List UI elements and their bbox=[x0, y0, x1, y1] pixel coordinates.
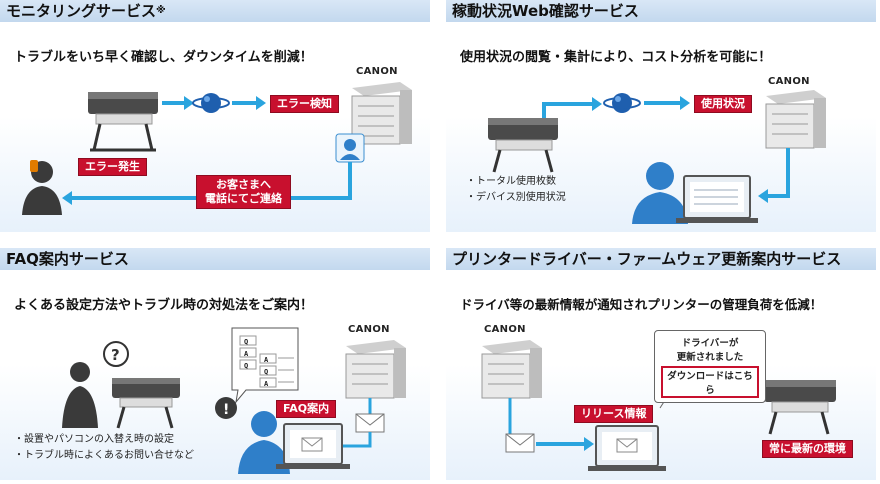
arrow-left-icon bbox=[758, 148, 790, 203]
operation-illustration bbox=[488, 90, 826, 224]
faq-illustration: ? bbox=[62, 327, 406, 474]
arrow-right-icon bbox=[232, 96, 266, 110]
faq-letter: Q bbox=[244, 338, 249, 346]
release-info-label: リリース情報 bbox=[574, 405, 654, 423]
person-icon bbox=[22, 160, 62, 215]
driver-lead: ドライバ等の最新情報が通知されプリンターの管理負荷を低減！ bbox=[460, 297, 823, 312]
server-brand: CANON bbox=[484, 324, 526, 335]
faq-letter: A bbox=[264, 356, 269, 364]
faq-document-icon bbox=[231, 327, 299, 404]
arrow-left-icon bbox=[62, 162, 352, 205]
server-brand: CANON bbox=[768, 76, 810, 87]
callout-line1: ドライバーが bbox=[681, 338, 739, 349]
usage-label: 使用状況 bbox=[694, 95, 752, 113]
operation-lead: 使用状況の閲覧・集計により、コスト分析を可能に！ bbox=[460, 50, 772, 65]
driver-illustration bbox=[481, 340, 836, 471]
list-item: ・トラブル時によくあるお問い合せなど bbox=[14, 450, 194, 461]
operator-icon bbox=[335, 133, 365, 163]
globe-icon bbox=[603, 93, 641, 113]
laptop-icon bbox=[588, 425, 666, 471]
download-link[interactable]: ダウンロードはこちら bbox=[661, 366, 759, 398]
faq-panel: FAQ案内サービス よくある設定方法やトラブル時の対処法をご案内！ ? bbox=[0, 248, 430, 480]
monitoring-illustration bbox=[22, 82, 412, 215]
contact-label-line2: 電話にてご連絡 bbox=[205, 192, 282, 205]
exclamation-icon: ! bbox=[215, 397, 237, 419]
faq-letter: Q bbox=[264, 368, 269, 376]
operation-title: 稼動状況Web確認サービス bbox=[446, 0, 876, 22]
contact-label-line1: お客さまへ bbox=[216, 178, 271, 191]
printer-icon bbox=[88, 92, 158, 152]
mail-icon bbox=[355, 413, 385, 433]
arrow-right-icon bbox=[644, 96, 690, 110]
server-brand: CANON bbox=[356, 66, 398, 77]
list-item: ・設置やパソコンの入替え時の設定 bbox=[14, 434, 174, 445]
contact-label: お客さまへ 電話にてご連絡 bbox=[196, 175, 291, 209]
faq-lead: よくある設定方法やトラブル時の対処法をご案内！ bbox=[14, 298, 314, 313]
server-icon bbox=[351, 82, 412, 145]
globe-icon bbox=[192, 93, 230, 113]
arrow-right-icon bbox=[162, 96, 194, 110]
faq-letter: A bbox=[244, 350, 249, 358]
list-item: ・トータル使用枚数 bbox=[466, 176, 556, 187]
operation-panel: 稼動状況Web確認サービス 使用状況の閲覧・集計により、コスト分析を可能に！ bbox=[446, 0, 876, 232]
faq-bullet-list: ・設置やパソコンの入替え時の設定 ・トラブル時によくあるお問い合せなど bbox=[14, 432, 194, 464]
list-item: ・デバイス別使用状況 bbox=[466, 192, 566, 203]
connector-line bbox=[340, 432, 372, 448]
monitoring-lead: トラブルをいち早く確認し、ダウンタイムを削減！ bbox=[14, 50, 313, 65]
driver-update-callout: ドライバーが 更新されました ダウンロードはこちら bbox=[654, 330, 766, 403]
server-icon bbox=[765, 90, 826, 149]
monitoring-panel: モニタリングサービス※ トラブルをいち早く確認し、ダウンタイムを削減！ bbox=[0, 0, 430, 232]
server-icon bbox=[481, 340, 542, 399]
question-person-icon: ? bbox=[62, 341, 129, 428]
monitoring-title-mark: ※ bbox=[156, 5, 166, 16]
server-brand: CANON bbox=[348, 324, 390, 335]
server-icon bbox=[345, 340, 406, 399]
faq-letter: Q bbox=[244, 362, 249, 370]
operation-bullet-list: ・トータル使用枚数 ・デバイス別使用状況 bbox=[466, 174, 566, 206]
printer-icon bbox=[112, 378, 180, 429]
faq-label: FAQ案内 bbox=[276, 400, 337, 418]
latest-env-label: 常に最新の環境 bbox=[762, 440, 853, 458]
arrow-right-icon bbox=[536, 437, 594, 451]
monitoring-title: モニタリングサービス※ bbox=[0, 0, 430, 22]
printer-icon bbox=[488, 118, 558, 173]
error-occur-label: エラー発生 bbox=[78, 158, 147, 176]
driver-panel: プリンタードライバー・ファームウェア更新案内サービス ドライバ等の最新情報が通知… bbox=[446, 248, 876, 480]
driver-title: プリンタードライバー・ファームウェア更新案内サービス bbox=[446, 248, 876, 270]
person-at-laptop-icon bbox=[238, 411, 350, 474]
faq-title: FAQ案内サービス bbox=[0, 248, 430, 270]
mail-icon bbox=[505, 433, 535, 453]
faq-letter: A bbox=[264, 380, 269, 388]
callout-line2: 更新されました bbox=[676, 352, 744, 363]
arrow-right-icon bbox=[542, 97, 602, 118]
svg-text:!: ! bbox=[223, 402, 229, 418]
person-at-laptop-icon bbox=[632, 162, 758, 224]
printer-icon bbox=[764, 380, 836, 435]
error-detect-label: エラー検知 bbox=[270, 95, 339, 113]
svg-text:?: ? bbox=[111, 346, 120, 364]
